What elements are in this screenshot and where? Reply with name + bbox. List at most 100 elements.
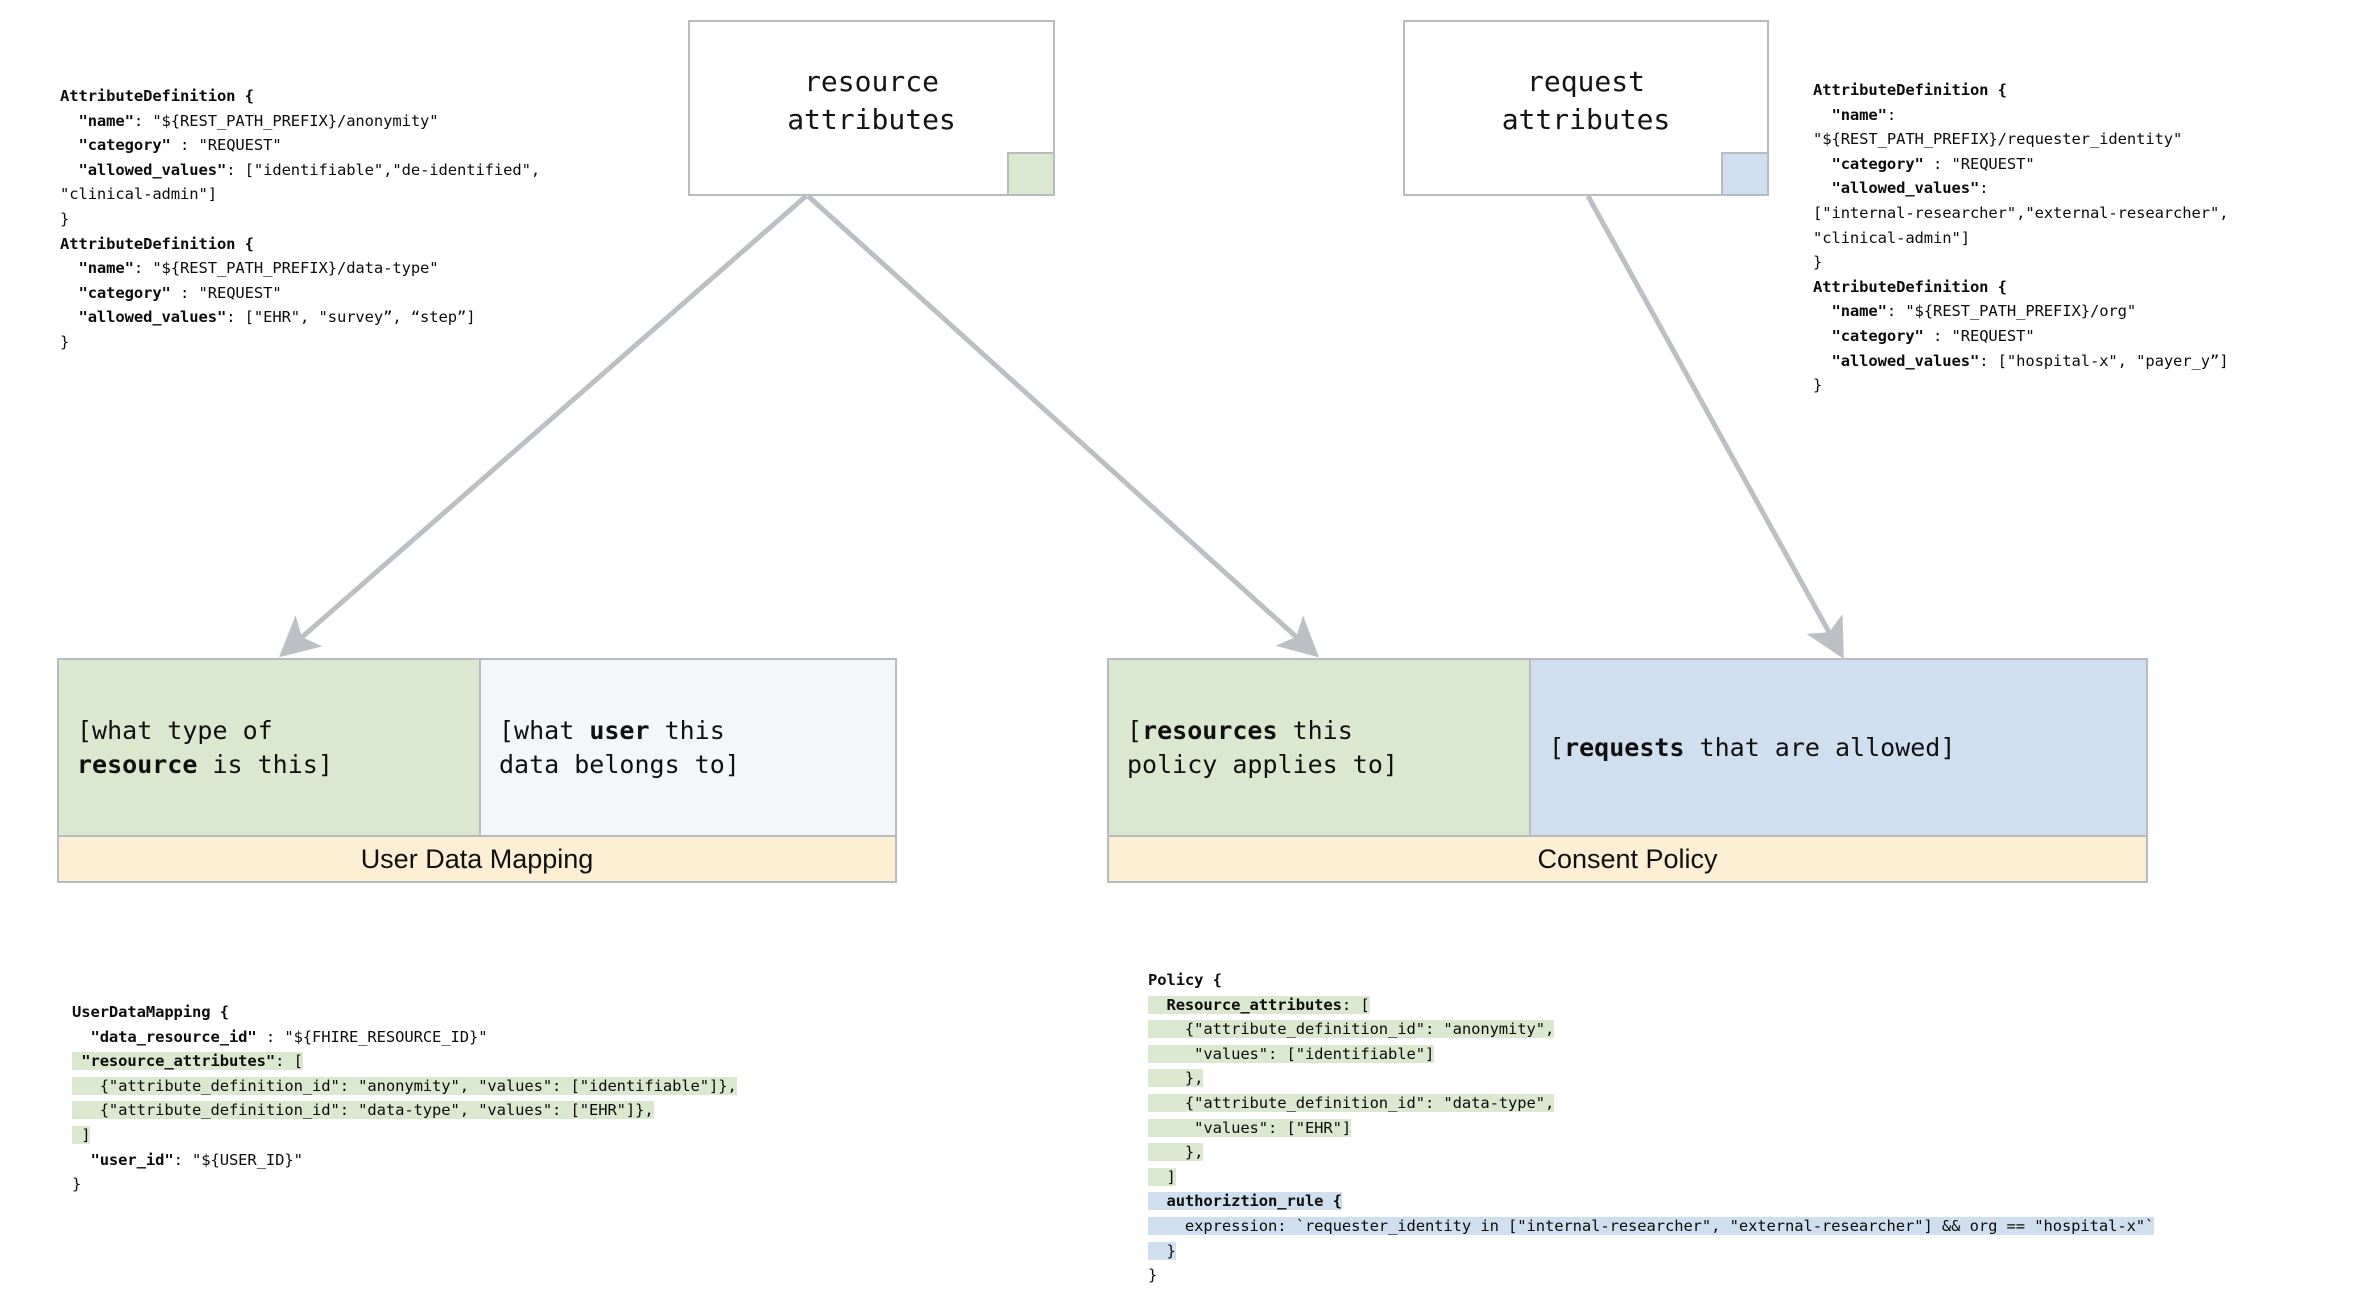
code-text: ] xyxy=(1148,1167,1176,1186)
code-line: "name": "${REST_PATH_PREFIX}/anonymity" xyxy=(60,109,540,134)
code-line: "data_resource_id" : "${FHIRE_RESOURCE_I… xyxy=(72,1025,737,1050)
code-text: expression: `requester_identity in ["int… xyxy=(1148,1216,2155,1235)
code-text: : "${REST_PATH_PREFIX}/anonymity" xyxy=(133,111,439,130)
code-key: UserDataMapping { xyxy=(72,1003,229,1021)
code-line-highlight: {"attribute_definition_id": "data-type",… xyxy=(72,1101,654,1120)
request-attributes-label: request attributes xyxy=(1501,65,1671,136)
code-text: }, xyxy=(1148,1069,1204,1088)
code-line: "allowed_values": ["EHR", "survey”, “ste… xyxy=(60,305,540,330)
code-line: "user_id": "${USER_ID}" xyxy=(72,1148,737,1173)
code-line: "allowed_values": ["hospital-x", "payer_… xyxy=(1813,349,2228,374)
arrow-resource-attributes-to-consent-policy xyxy=(806,194,1319,658)
cell-text: [what type of resource is this] xyxy=(77,714,333,782)
code-line: "allowed_values": xyxy=(1813,176,2228,201)
cell-text: [what user this data belongs to] xyxy=(499,714,740,782)
consent-policy-cells: [resources this policy applies to] [requ… xyxy=(1109,660,2146,835)
code-text: {"attribute_definition_id": "anonymity",… xyxy=(72,1076,737,1095)
code-line: ] xyxy=(1148,1165,2154,1190)
code-text: : [ xyxy=(1341,995,1370,1014)
code-line: "allowed_values": ["identifiable","de-id… xyxy=(60,158,540,183)
code-line-highlight: {"attribute_definition_id": "anonymity",… xyxy=(72,1076,737,1095)
consent-policy-footer-label: Consent Policy xyxy=(1109,835,2146,881)
code-text: : [ xyxy=(275,1052,303,1071)
consent-policy-panel[interactable]: [resources this policy applies to] [requ… xyxy=(1107,658,2148,883)
code-line-highlight: ] xyxy=(1148,1167,1176,1186)
code-text: "values": ["EHR"] xyxy=(1148,1118,1352,1137)
user-data-mapping-footer-label: User Data Mapping xyxy=(59,835,895,881)
code-key: "name" xyxy=(60,259,134,278)
code-line: authoriztion_rule { xyxy=(1148,1189,2154,1214)
code-line: AttributeDefinition { xyxy=(1813,78,2228,103)
code-key: "name" xyxy=(1813,105,1887,124)
code-line-highlight: authoriztion_rule { xyxy=(1148,1192,1342,1211)
user-data-mapping-panel[interactable]: [what type of resource is this] [what us… xyxy=(57,658,897,883)
code-line: } xyxy=(60,330,540,355)
code-key: "category" xyxy=(60,283,171,302)
request-color-swatch xyxy=(1721,152,1769,196)
code-text: : ["hospital-x", "payer_y”] xyxy=(1979,351,2229,370)
code-line: "category" : "REQUEST" xyxy=(1813,152,2228,177)
code-key: "allowed_values" xyxy=(1813,351,1980,370)
code-line: {"attribute_definition_id": "anonymity",… xyxy=(72,1074,737,1099)
user-data-mapping-cells: [what type of resource is this] [what us… xyxy=(59,660,895,835)
code-line-highlight: }, xyxy=(1148,1143,1204,1162)
code-line: {"attribute_definition_id": "data-type", xyxy=(1148,1091,2154,1116)
request-attributes-box[interactable]: request attributes xyxy=(1403,20,1769,196)
code-line: } xyxy=(72,1172,737,1197)
code-key: "name" xyxy=(1813,302,1887,321)
code-line: "name": xyxy=(1813,103,2228,128)
consent-policy-resources-cell[interactable]: [resources this policy applies to] xyxy=(1109,660,1529,835)
code-line: AttributeDefinition { xyxy=(1813,275,2228,300)
code-line-highlight: "resource_attributes": [ xyxy=(72,1052,303,1071)
code-line: "clinical-admin"] xyxy=(1813,226,2228,251)
code-text: is this] xyxy=(197,749,333,779)
resource-attributes-box[interactable]: resource attributes xyxy=(688,20,1055,196)
consent-policy-requests-cell[interactable]: [requests that are allowed] xyxy=(1529,660,2146,835)
code-line: {"attribute_definition_id": "anonymity", xyxy=(1148,1017,2154,1042)
attribute-definitions-left-code: AttributeDefinition { "name": "${REST_PA… xyxy=(60,84,540,355)
code-line: } xyxy=(1813,373,2228,398)
code-key: "user_id" xyxy=(72,1150,174,1169)
code-text: "${REST_PATH_PREFIX}/requester_identity" xyxy=(1813,130,2183,149)
code-line-highlight: Policy { xyxy=(1148,971,1222,989)
code-line: } xyxy=(1813,250,2228,275)
code-text: : "${FHIRE_RESOURCE_ID}" xyxy=(256,1027,488,1046)
user-data-mapping-user-cell[interactable]: [what user this data belongs to] xyxy=(479,660,895,835)
code-text: "values": ["identifiable"] xyxy=(1148,1044,1435,1063)
code-key: Resource_attributes xyxy=(1148,995,1342,1014)
code-key: Policy { xyxy=(1148,971,1222,989)
code-line: ["internal-researcher","external-researc… xyxy=(1813,201,2229,226)
code-text: } xyxy=(1813,376,1823,395)
code-text: } xyxy=(1148,1241,1176,1260)
code-key: "allowed_values" xyxy=(60,160,227,179)
code-key: "name" xyxy=(60,111,134,130)
code-key: "allowed_values" xyxy=(60,308,227,327)
code-line: "values": ["identifiable"] xyxy=(1148,1042,2154,1067)
code-key: user xyxy=(589,715,650,745)
code-line-highlight: "user_id": "${USER_ID}" xyxy=(72,1150,302,1169)
code-key: resources xyxy=(1142,715,1278,745)
code-line: "category" : "REQUEST" xyxy=(60,133,540,158)
code-line: } xyxy=(1148,1263,2154,1288)
code-line: } xyxy=(1148,1239,2154,1264)
code-text: } xyxy=(60,332,70,351)
code-line: "${REST_PATH_PREFIX}/requester_identity" xyxy=(1813,127,2228,152)
code-key: AttributeDefinition { xyxy=(60,87,254,105)
code-line: "resource_attributes": [ xyxy=(72,1049,737,1074)
code-text: "clinical-admin"] xyxy=(60,185,217,204)
code-line-highlight: {"attribute_definition_id": "anonymity", xyxy=(1148,1020,1554,1039)
code-line-highlight: } xyxy=(1148,1241,1176,1260)
code-text: [ xyxy=(1549,732,1565,762)
user-data-mapping-resource-cell[interactable]: [what type of resource is this] xyxy=(59,660,479,835)
code-text: } xyxy=(60,209,70,228)
code-text: : xyxy=(1886,105,1897,124)
code-text: }, xyxy=(1148,1143,1204,1162)
code-line-highlight: } xyxy=(1148,1266,1157,1284)
code-key: "data_resource_id" xyxy=(72,1027,257,1046)
code-line-highlight: {"attribute_definition_id": "data-type", xyxy=(1148,1093,1555,1112)
code-line-highlight: "values": ["identifiable"] xyxy=(1148,1044,1435,1063)
code-text: {"attribute_definition_id": "data-type", xyxy=(1148,1093,1555,1112)
code-text: : ["EHR", "survey”, “step”] xyxy=(226,308,476,327)
code-key: requests xyxy=(1564,732,1685,762)
code-line-highlight: UserDataMapping { xyxy=(72,1003,229,1021)
